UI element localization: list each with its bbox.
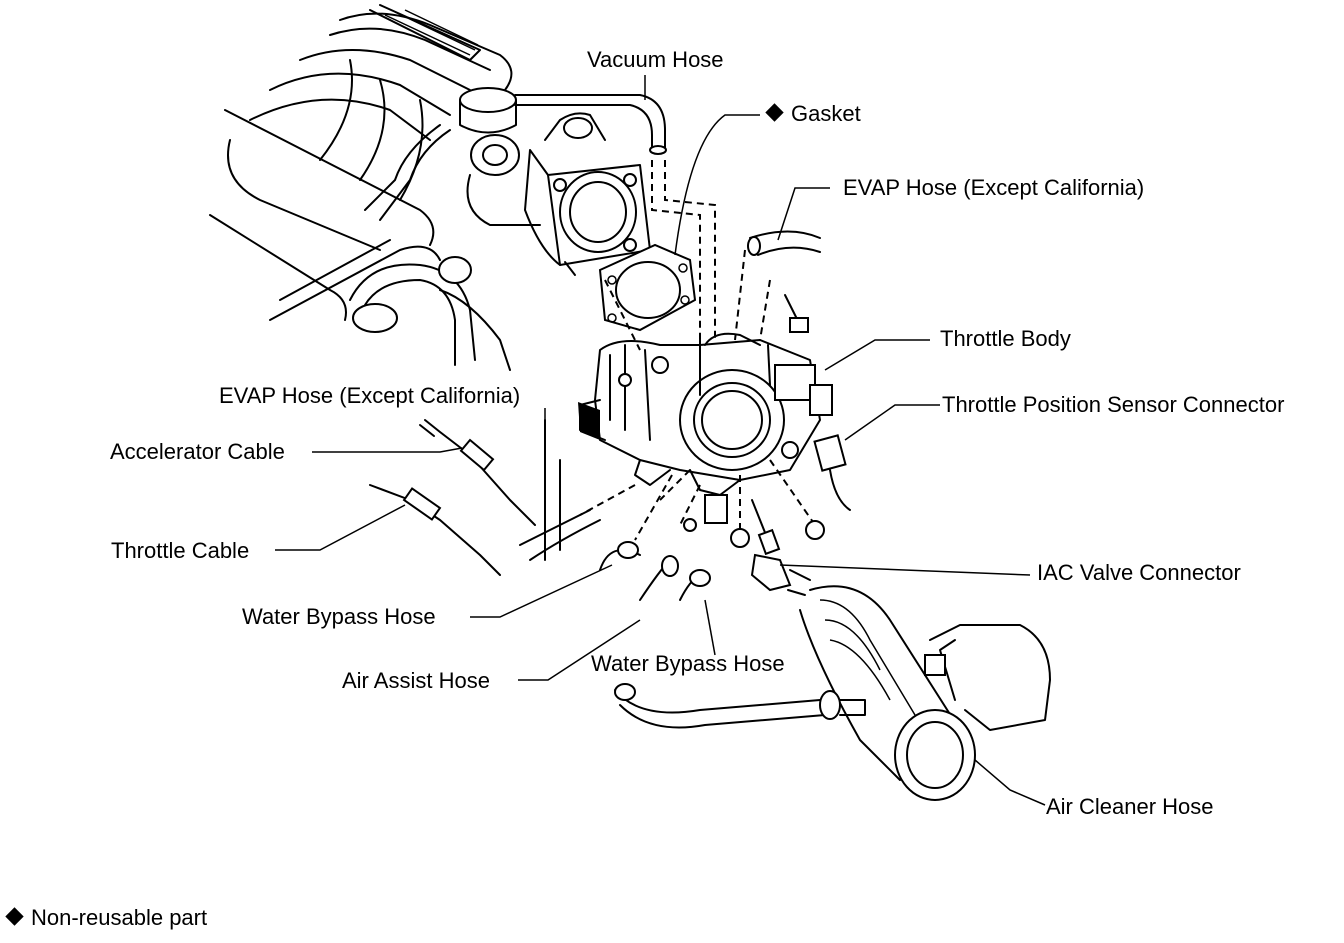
- leader-lines: [275, 75, 1046, 806]
- label-water-bypass-hose-left: Water Bypass Hose: [242, 604, 436, 629]
- legend-non-reusable: Non-reusable part: [5, 906, 207, 930]
- throttle-body-drawing: [578, 332, 833, 524]
- diamond-icon: [765, 103, 784, 122]
- air-cleaner-hose-drawing: [614, 585, 1051, 801]
- label-iac-valve-connector: IAC Valve Connector: [1037, 560, 1241, 585]
- tps-connector-drawing: [813, 434, 851, 511]
- label-gasket: Gasket: [765, 102, 861, 126]
- intake-manifold-drawing: [209, 4, 651, 371]
- iac-connector-drawing: [750, 553, 811, 596]
- label-evap-hose-right: EVAP Hose (Except California): [843, 175, 1145, 200]
- label-throttle-cable: Throttle Cable: [111, 538, 250, 563]
- label-evap-hose-left: EVAP Hose (Except California): [219, 383, 521, 408]
- gasket-drawing: [598, 243, 697, 332]
- label-tps-connector: Throttle Position Sensor Connector: [942, 392, 1285, 417]
- diamond-icon: [5, 907, 24, 926]
- assembly-guide-lines: [579, 160, 816, 541]
- vacuum-hose-drawing: [514, 94, 667, 155]
- label-vacuum-hose: Vacuum Hose: [587, 47, 724, 72]
- bolts-drawing: [683, 499, 825, 556]
- label-accelerator-cable: Accelerator Cable: [110, 439, 285, 464]
- label-air-assist-hose: Air Assist Hose: [342, 668, 490, 693]
- evap-hose-right-drawing: [747, 230, 821, 333]
- label-throttle-body: Throttle Body: [940, 326, 1071, 351]
- label-air-cleaner-hose: Air Cleaner Hose: [1046, 794, 1214, 819]
- cables-and-hoses-left: [369, 419, 711, 601]
- label-water-bypass-hose-center: Water Bypass Hose: [591, 651, 785, 676]
